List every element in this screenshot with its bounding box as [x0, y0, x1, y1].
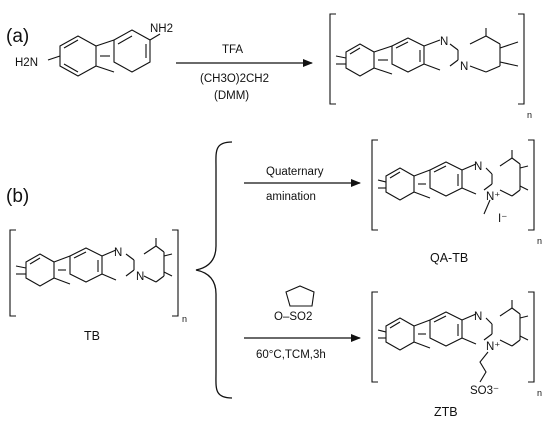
ztb-nitrogen-1: N: [474, 311, 482, 323]
qa-tb-nitrogen-cation: N⁺: [486, 191, 500, 203]
ztb-nitrogen-cation: N⁺: [486, 341, 500, 353]
qa-tb-nitrogen-1: N: [474, 161, 482, 173]
reagent-tfa: TFA: [222, 44, 243, 56]
qa-tb-counterion: I⁻: [498, 213, 507, 225]
sultone-ring-structure: [285, 285, 315, 307]
reactant-a-structure: [47, 29, 161, 77]
tb-nitrogen-1: N: [114, 247, 122, 259]
reactant-amine-right: NH2: [150, 23, 173, 35]
branch-brace: [195, 141, 233, 399]
ztb-subscript-n: n: [537, 388, 542, 398]
reagent-dmm-formula: (CH3O)2CH2: [200, 73, 269, 85]
ztb-name-label: ZTB: [434, 405, 458, 419]
tb-structure: [9, 229, 179, 317]
product-a-nitrogen-1: N: [440, 36, 448, 48]
ztb-structure: [371, 291, 535, 383]
tb-subscript-n: n: [182, 314, 187, 324]
product-a-nitrogen-2: N: [460, 61, 468, 73]
reagent-dmm-abbrev: (DMM): [214, 90, 249, 102]
reagent-conditions: 60°C,TCM,3h: [256, 349, 326, 361]
qa-tb-subscript-n: n: [537, 236, 542, 246]
panel-a-label: (a): [6, 26, 29, 47]
product-a-structure: [329, 13, 525, 105]
reactant-amine-left: H2N: [15, 57, 38, 69]
tb-nitrogen-2: N: [136, 271, 144, 283]
ztb-sulfonate-group: SO3⁻: [470, 385, 499, 397]
tb-name-label: TB: [84, 329, 100, 343]
reagent-sultone: O–SO2: [274, 311, 312, 323]
qa-tb-name-label: QA-TB: [430, 251, 468, 265]
reagent-amination: amination: [266, 191, 316, 203]
reagent-quaternary: Quaternary: [266, 166, 324, 178]
panel-b-label: (b): [6, 186, 29, 207]
qa-tb-structure: [371, 139, 535, 231]
product-a-subscript-n: n: [527, 110, 532, 120]
